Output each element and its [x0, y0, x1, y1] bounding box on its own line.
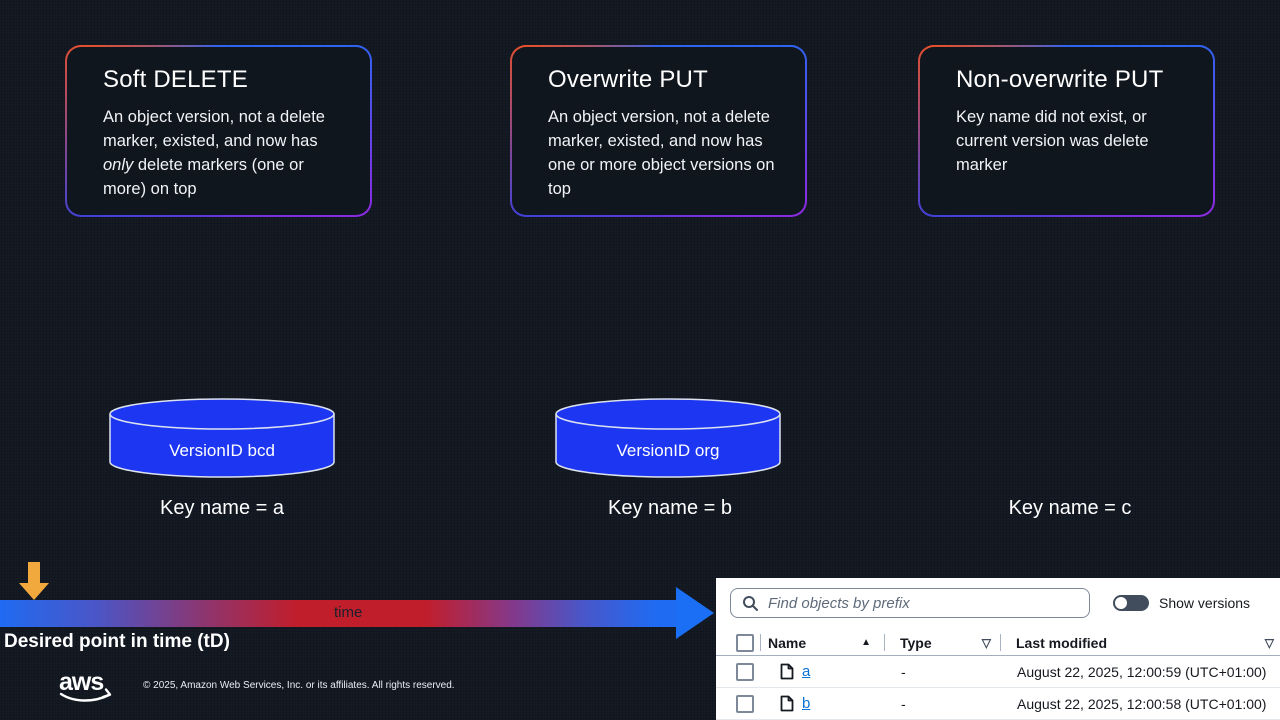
select-all-checkbox[interactable] — [736, 633, 754, 652]
card-title: Soft DELETE — [103, 66, 248, 93]
card-soft-delete-body: Soft DELETE An object version, not a del… — [67, 47, 370, 215]
sort-ascending-icon[interactable]: ▲ — [861, 637, 871, 648]
cylinder-icon — [109, 398, 335, 478]
row-last-modified-cell: August 22, 2025, 12:00:58 (UTC+01:00) — [1017, 695, 1267, 712]
object-link[interactable]: a — [802, 663, 811, 680]
timeline-axis-label: time — [334, 604, 363, 621]
card-title: Non-overwrite PUT — [956, 66, 1164, 93]
toggle-knob — [1115, 597, 1127, 609]
column-label-last-modified: Last modified — [1016, 634, 1108, 651]
filter-icon[interactable]: ▽ — [1264, 635, 1274, 650]
key-name-b: Key name = b — [608, 497, 732, 519]
aws-logo-text: aws — [59, 668, 103, 696]
row-checkbox-cell — [716, 694, 761, 713]
row-name-cell: a — [761, 663, 885, 680]
file-icon — [780, 663, 794, 680]
row-type-cell: - — [901, 663, 906, 680]
header-type-cell[interactable]: Type ▽ — [885, 635, 1000, 651]
card-non-overwrite-put-body: Non-overwrite PUT Key name did not exist… — [920, 47, 1213, 215]
header-checkbox-cell — [716, 633, 760, 652]
card-overwrite-put: Overwrite PUT An object version, not a d… — [510, 45, 807, 217]
table-header: Name ▲ Type ▽ Last modified ▽ — [716, 630, 1280, 656]
column-divider — [1000, 634, 1001, 651]
cylinder-version-b: VersionID org — [554, 397, 782, 481]
card-text-pre: An object version, not a delete marker, … — [103, 108, 325, 150]
row-name-cell: b — [761, 695, 885, 712]
timeline-bar — [0, 600, 676, 627]
file-icon — [780, 695, 794, 712]
cylinder-icon — [555, 398, 781, 478]
search-icon — [743, 596, 758, 611]
row-checkbox[interactable] — [736, 662, 754, 681]
aws-logo: aws — [53, 666, 119, 711]
card-text: Key name did not exist, or current versi… — [956, 108, 1149, 174]
key-name-a: Key name = a — [160, 497, 284, 519]
cylinder-version-a: VersionID bcd — [108, 397, 336, 481]
version-id-label: VersionID bcd — [169, 441, 275, 460]
table-row: a - August 22, 2025, 12:00:59 (UTC+01:00… — [716, 656, 1280, 688]
card-title: Overwrite PUT — [548, 66, 708, 93]
timeline-arrowhead-icon — [676, 587, 714, 639]
row-checkbox[interactable] — [736, 694, 754, 713]
search-input[interactable] — [766, 593, 1089, 613]
search-box[interactable] — [730, 588, 1090, 618]
key-name-c: Key name = c — [1008, 497, 1132, 519]
row-last-modified-cell: August 22, 2025, 12:00:59 (UTC+01:00) — [1017, 663, 1267, 680]
copyright-text: © 2025, Amazon Web Services, Inc. or its… — [143, 680, 455, 691]
panel-toolbar: Show versions — [716, 578, 1280, 618]
card-text-italic: only — [103, 156, 134, 174]
header-name-cell[interactable]: Name ▲ — [761, 635, 884, 651]
time-marker-arrow-icon — [19, 562, 49, 607]
row-checkbox-cell — [716, 662, 761, 681]
card-text: An object version, not a delete marker, … — [103, 105, 350, 201]
version-id-label: VersionID org — [616, 441, 720, 460]
card-soft-delete: Soft DELETE An object version, not a del… — [65, 45, 372, 217]
card-overwrite-put-body: Overwrite PUT An object version, not a d… — [512, 47, 805, 215]
show-versions-toggle[interactable] — [1113, 595, 1149, 611]
card-text-post: delete markers (one or more) on top — [103, 156, 304, 198]
table-row: b - August 22, 2025, 12:00:58 (UTC+01:00… — [716, 688, 1280, 720]
desired-point-caption: Desired point in time (tD) — [4, 631, 230, 652]
column-label-name: Name — [768, 634, 807, 651]
card-text: An object version, not a delete marker, … — [548, 108, 775, 198]
column-label-type: Type — [900, 634, 932, 651]
filter-icon[interactable]: ▽ — [981, 635, 991, 650]
row-type-cell: - — [901, 695, 906, 712]
object-link[interactable]: b — [802, 695, 811, 712]
column-divider — [760, 634, 761, 651]
card-non-overwrite-put: Non-overwrite PUT Key name did not exist… — [918, 45, 1215, 217]
column-divider — [884, 634, 885, 651]
show-versions-label: Show versions — [1159, 595, 1251, 611]
s3-console-panel: Show versions Name ▲ Type ▽ Last modifie… — [716, 578, 1280, 720]
header-last-modified-cell[interactable]: Last modified ▽ — [1001, 635, 1280, 651]
